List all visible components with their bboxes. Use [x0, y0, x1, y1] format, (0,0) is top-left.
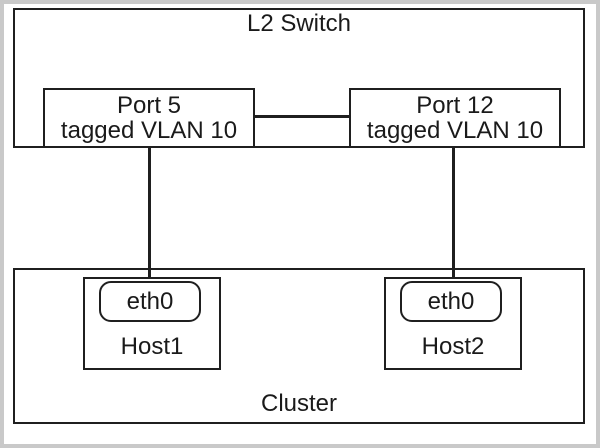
host1-label: Host1	[120, 333, 184, 360]
cluster-box: Cluster	[13, 268, 585, 424]
cluster-label: Cluster	[260, 390, 338, 417]
port5-name: Port 5	[116, 92, 182, 119]
host2-eth0-label: eth0	[427, 288, 475, 315]
l2-switch-label: L2 Switch	[246, 10, 352, 37]
host2-eth0-interface-box: eth0	[400, 281, 502, 322]
port12-name: Port 12	[416, 92, 494, 119]
host1-box: eth0 Host1	[83, 277, 221, 370]
host1-eth0-interface-box: eth0	[99, 281, 201, 322]
port5-box: Port 5 tagged VLAN 10	[43, 88, 255, 148]
host2-label: Host2	[421, 333, 485, 360]
host1-eth0-label: eth0	[126, 288, 174, 315]
port12-vlan-label: tagged VLAN 10	[366, 117, 544, 144]
port-to-port-link-line	[255, 115, 349, 118]
port5-vlan-label: tagged VLAN 10	[60, 117, 238, 144]
l2-switch-box: L2 Switch	[13, 8, 585, 148]
port12-box: Port 12 tagged VLAN 10	[349, 88, 561, 148]
port5-to-host1-cable-line	[148, 146, 151, 282]
port12-to-host2-cable-line	[452, 146, 455, 282]
host2-box: eth0 Host2	[384, 277, 522, 370]
